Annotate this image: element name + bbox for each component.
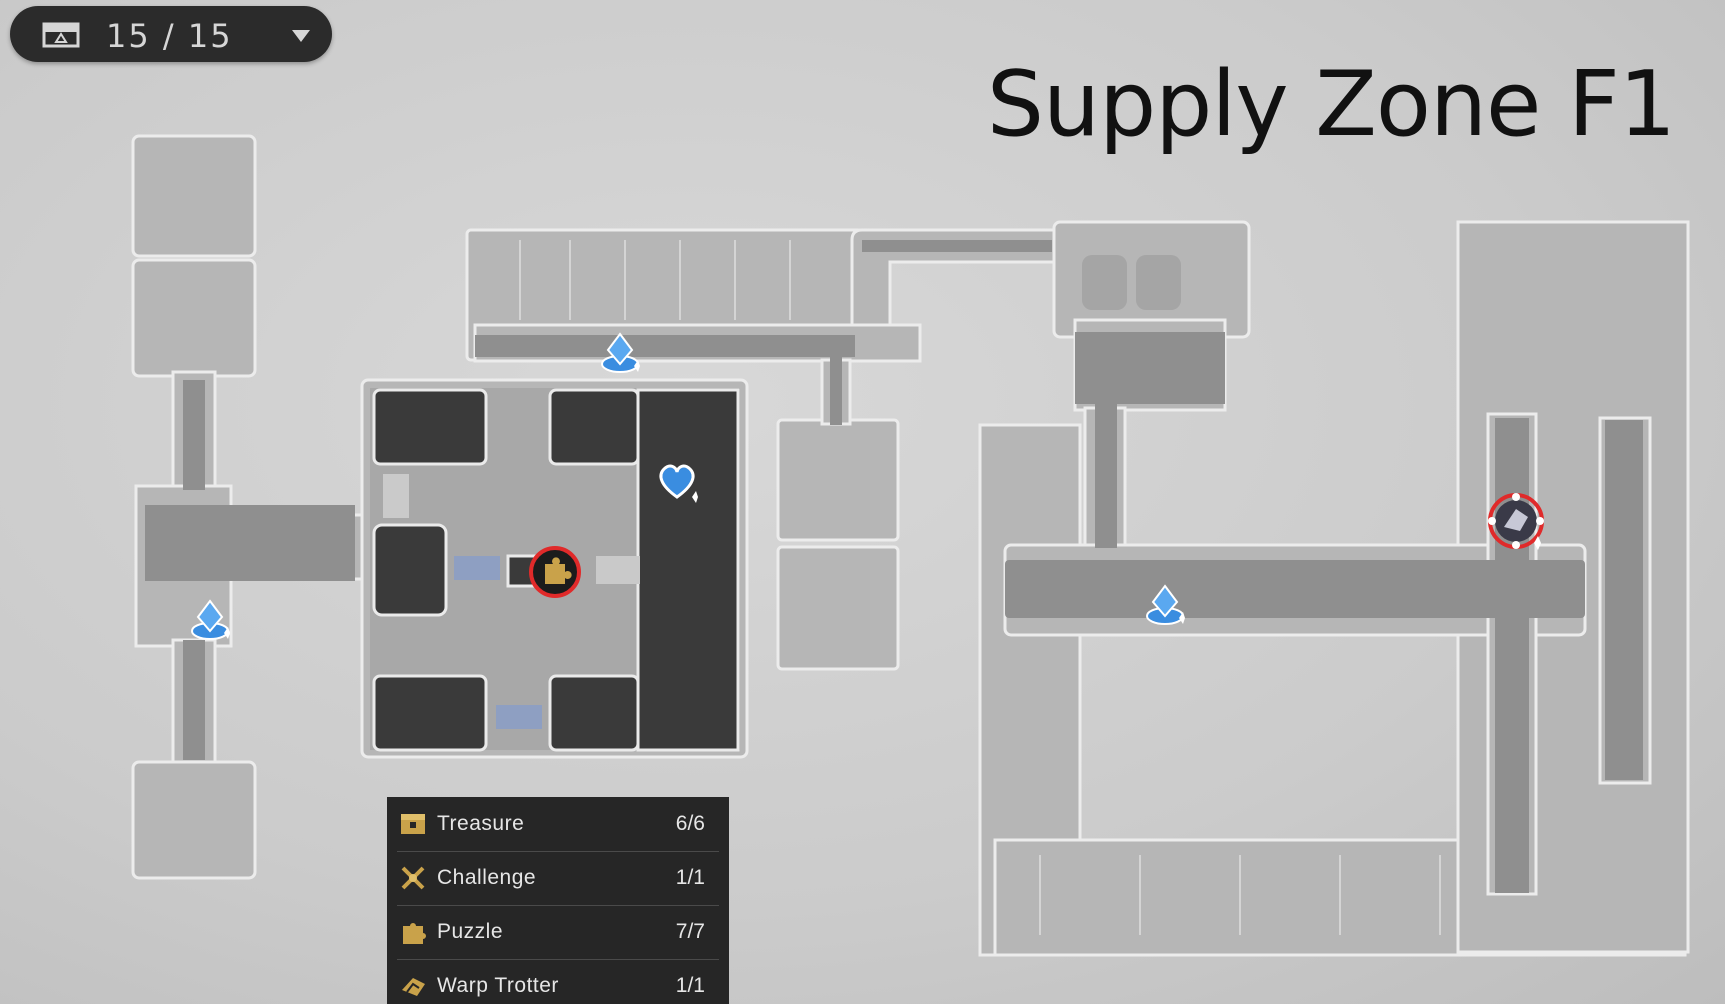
space-anchor-marker-right[interactable] <box>1143 582 1187 628</box>
anchor-icon <box>601 332 640 373</box>
legend-row-treasure: Treasure 6/6 <box>397 797 719 852</box>
treasure-icon <box>401 814 425 834</box>
puzzle-marker[interactable] <box>528 545 582 599</box>
puzzle-icon <box>529 546 581 598</box>
legend-label: Warp Trotter <box>437 974 559 997</box>
legend-count: 1/1 <box>675 974 705 997</box>
legend-count: 1/1 <box>675 866 705 889</box>
puzzle-icon <box>403 923 426 944</box>
space-anchor-marker-top[interactable] <box>598 330 642 376</box>
treasure-chest-icon <box>42 22 80 48</box>
legend-count: 6/6 <box>675 812 705 835</box>
heart-icon <box>659 464 698 503</box>
legend-count: 7/7 <box>675 920 705 943</box>
legend-row-challenge: Challenge 1/1 <box>397 851 719 906</box>
warp-trotter-icon <box>402 978 425 996</box>
counter-value: 15 / 15 <box>106 17 233 55</box>
blue-heart-marker[interactable] <box>654 459 700 505</box>
warp-trotter-marker[interactable] <box>1486 491 1550 555</box>
legend-row-puzzle: Puzzle 7/7 <box>397 905 719 960</box>
anchor-icon <box>191 599 230 640</box>
page-title: Supply Zone F1 <box>986 52 1676 157</box>
legend-row-warp-trotter: Warp Trotter 1/1 <box>397 959 719 1004</box>
collectible-counter-dropdown[interactable]: 15 / 15 <box>10 6 332 62</box>
warp-trotter-icon <box>1488 493 1544 550</box>
legend-label: Challenge <box>437 866 537 889</box>
legend-label: Treasure <box>437 812 525 835</box>
legend-label: Puzzle <box>437 920 504 943</box>
space-anchor-marker-left[interactable] <box>188 597 232 643</box>
collectible-legend: Treasure 6/6 Challenge 1/1 Puzzle 7/7 Wa… <box>387 797 729 1004</box>
chevron-down-icon[interactable] <box>292 30 310 42</box>
anchor-icon <box>1146 584 1185 625</box>
challenge-icon <box>401 866 425 890</box>
